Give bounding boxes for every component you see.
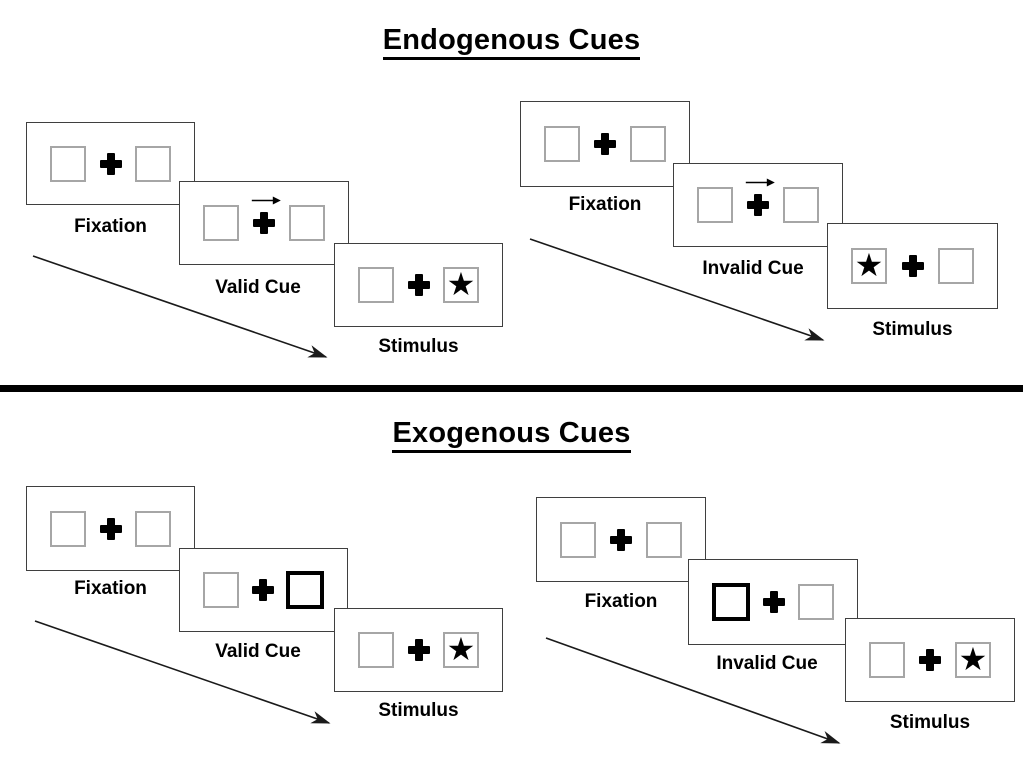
star-stimulus-icon: ★ bbox=[958, 639, 988, 678]
fixation-cross-wrap bbox=[901, 255, 924, 277]
endogenous-section-title: Endogenous Cues bbox=[0, 24, 1023, 60]
valid-cue-panel bbox=[179, 181, 349, 265]
left-placeholder-box bbox=[697, 187, 733, 223]
fixation-cross-wrap bbox=[919, 649, 941, 671]
left-target-box: ★ bbox=[851, 248, 887, 284]
left-placeholder-box bbox=[203, 205, 239, 241]
stimulus-label: Stimulus bbox=[889, 712, 971, 733]
fixation-cross-wrap bbox=[99, 152, 122, 175]
left-placeholder-box bbox=[358, 267, 394, 303]
fixation-cross-icon bbox=[253, 212, 275, 234]
left-bold-cue-box bbox=[712, 583, 750, 621]
stimulus-panel: ★ bbox=[827, 223, 998, 309]
right-placeholder-box bbox=[135, 145, 171, 182]
section-divider bbox=[0, 385, 1023, 392]
exogenous-valid-timeline-arrow bbox=[34, 620, 331, 724]
cue-arrow-icon bbox=[745, 178, 775, 187]
left-placeholder-box bbox=[50, 510, 86, 547]
star-stimulus-icon: ★ bbox=[446, 629, 476, 668]
endogenous-invalid-timeline-arrow bbox=[529, 238, 825, 341]
valid-cue-label: Valid Cue bbox=[215, 277, 301, 298]
fixation-cross-icon bbox=[594, 133, 616, 155]
valid-cue-panel bbox=[179, 548, 348, 632]
star-stimulus-icon: ★ bbox=[854, 245, 884, 284]
right-placeholder-box bbox=[135, 510, 171, 547]
fixation-cross-wrap bbox=[610, 528, 632, 551]
left-placeholder-box bbox=[544, 126, 580, 162]
fixation-label: Fixation bbox=[584, 591, 658, 612]
right-target-box: ★ bbox=[443, 632, 479, 668]
fixation-cross-wrap bbox=[407, 639, 430, 661]
fixation-cross-icon bbox=[747, 194, 769, 216]
exogenous-title-text: Exogenous Cues bbox=[392, 417, 631, 453]
left-placeholder-box bbox=[50, 145, 86, 182]
fixation-cross-wrap bbox=[251, 196, 281, 234]
fixation-cross-wrap bbox=[251, 579, 274, 601]
stimulus-panel: ★ bbox=[334, 243, 503, 327]
invalid-cue-label: Invalid Cue bbox=[702, 258, 804, 279]
stimulus-label: Stimulus bbox=[378, 700, 459, 721]
fixation-cross-wrap bbox=[99, 517, 122, 540]
right-target-box: ★ bbox=[955, 642, 991, 678]
fixation-cross-icon bbox=[407, 639, 430, 661]
valid-cue-label: Valid Cue bbox=[215, 641, 301, 662]
invalid-cue-panel bbox=[688, 559, 858, 645]
fixation-cross-wrap bbox=[407, 274, 430, 296]
right-placeholder-box bbox=[798, 584, 834, 620]
left-placeholder-box bbox=[203, 572, 239, 608]
fixation-cross-icon bbox=[99, 517, 122, 540]
right-target-box: ★ bbox=[443, 267, 479, 303]
endogenous-valid-timeline-arrow bbox=[32, 255, 328, 358]
stimulus-label: Stimulus bbox=[872, 319, 953, 340]
fixation-cross-icon bbox=[407, 274, 430, 296]
fixation-cross-icon bbox=[901, 255, 924, 277]
fixation-cross-icon bbox=[610, 528, 632, 551]
right-placeholder-box bbox=[646, 521, 682, 558]
fixation-cross-icon bbox=[763, 591, 785, 613]
stimulus-panel: ★ bbox=[845, 618, 1015, 702]
cue-arrow-icon bbox=[251, 196, 281, 205]
stimulus-panel: ★ bbox=[334, 608, 503, 692]
invalid-cue-panel bbox=[673, 163, 843, 247]
left-placeholder-box bbox=[869, 642, 905, 678]
fixation-panel bbox=[26, 122, 195, 205]
stimulus-label: Stimulus bbox=[378, 336, 459, 357]
invalid-cue-label: Invalid Cue bbox=[716, 653, 818, 674]
star-stimulus-icon: ★ bbox=[446, 264, 476, 303]
fixation-panel bbox=[520, 101, 690, 187]
right-placeholder-box bbox=[630, 126, 666, 162]
fixation-label: Fixation bbox=[568, 194, 642, 215]
fixation-cross-icon bbox=[251, 579, 274, 601]
right-placeholder-box bbox=[938, 248, 974, 284]
exogenous-section-title: Exogenous Cues bbox=[0, 417, 1023, 453]
fixation-cross-icon bbox=[99, 152, 122, 175]
left-placeholder-box bbox=[358, 632, 394, 668]
right-bold-cue-box bbox=[286, 571, 324, 609]
fixation-cross-wrap bbox=[594, 133, 616, 155]
fixation-cross-wrap bbox=[745, 178, 775, 216]
fixation-panel bbox=[536, 497, 706, 582]
right-placeholder-box bbox=[783, 187, 819, 223]
fixation-cross-icon bbox=[919, 649, 941, 671]
left-placeholder-box bbox=[560, 521, 596, 558]
endogenous-title-text: Endogenous Cues bbox=[382, 24, 641, 60]
fixation-label: Fixation bbox=[74, 578, 147, 599]
fixation-cross-wrap bbox=[763, 591, 785, 613]
right-placeholder-box bbox=[289, 205, 325, 241]
fixation-panel bbox=[26, 486, 195, 571]
fixation-label: Fixation bbox=[74, 216, 147, 237]
